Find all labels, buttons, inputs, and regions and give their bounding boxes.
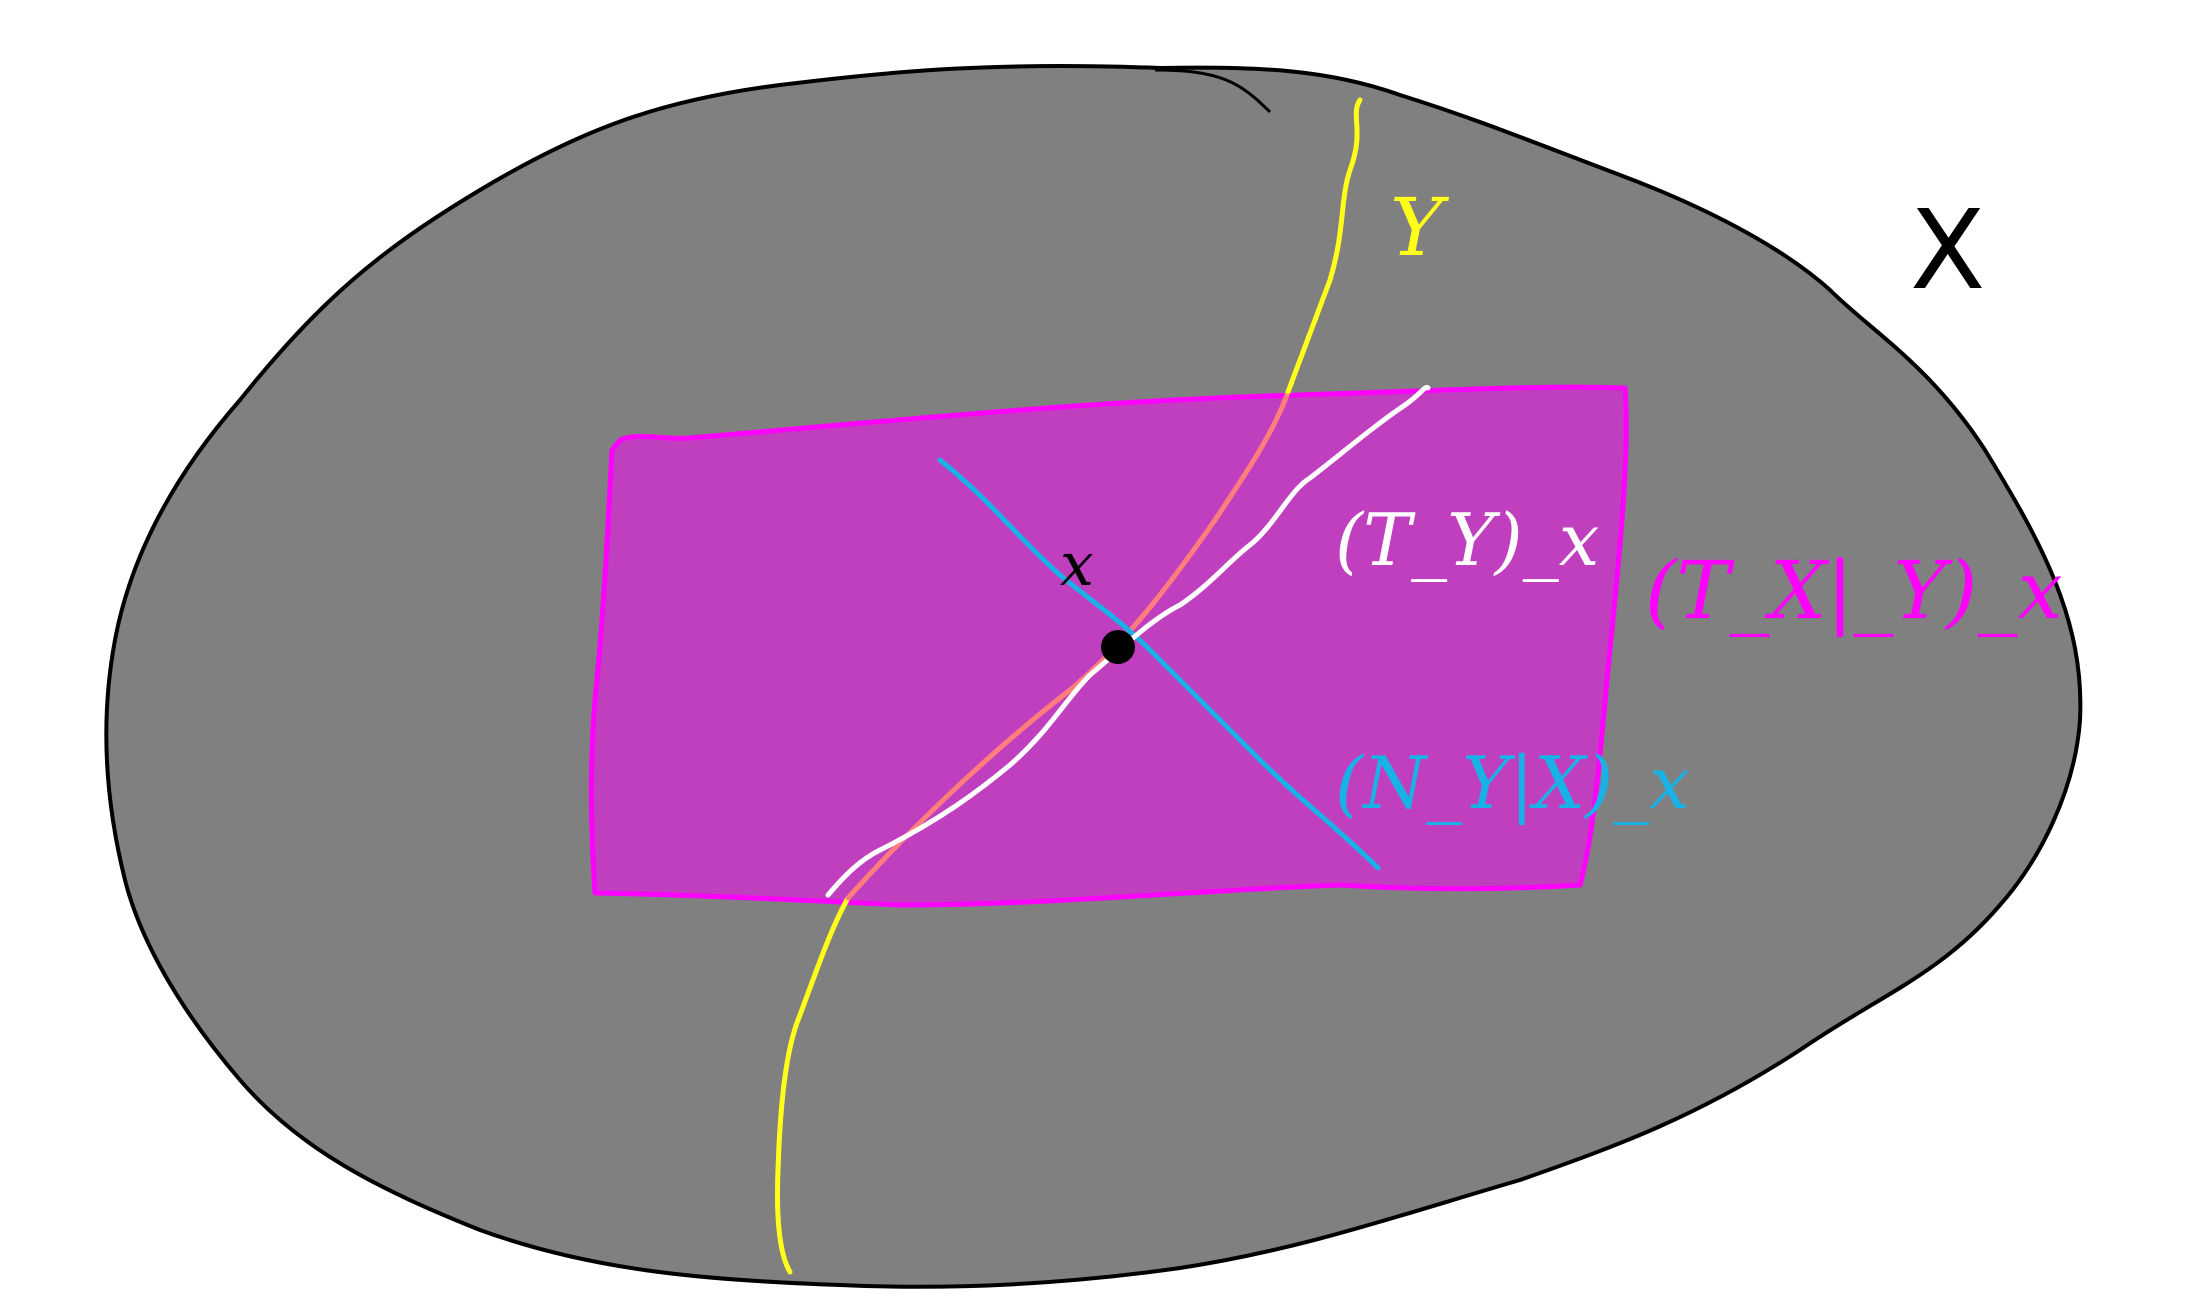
submanifold-y-curve-upper bbox=[1285, 97, 1363, 395]
label-normal-space: (N_Y|X)_x bbox=[1335, 741, 1690, 825]
normal-space-line bbox=[937, 457, 1381, 871]
label-tangent-space-x-restricted: (T_X|_Y)_x bbox=[1645, 544, 2063, 637]
label-submanifold-y: Y bbox=[1390, 181, 1450, 274]
label-manifold-x: X bbox=[1910, 186, 1985, 314]
label-point-x: x bbox=[1060, 530, 1094, 600]
point-x-dot bbox=[1101, 630, 1135, 664]
tangent-space-line bbox=[825, 384, 1431, 898]
submanifold-y-curve-lower bbox=[775, 895, 851, 1275]
label-tangent-space-y: (T_Y)_x bbox=[1335, 498, 1599, 582]
manifold-outline-flick bbox=[1154, 68, 1272, 114]
